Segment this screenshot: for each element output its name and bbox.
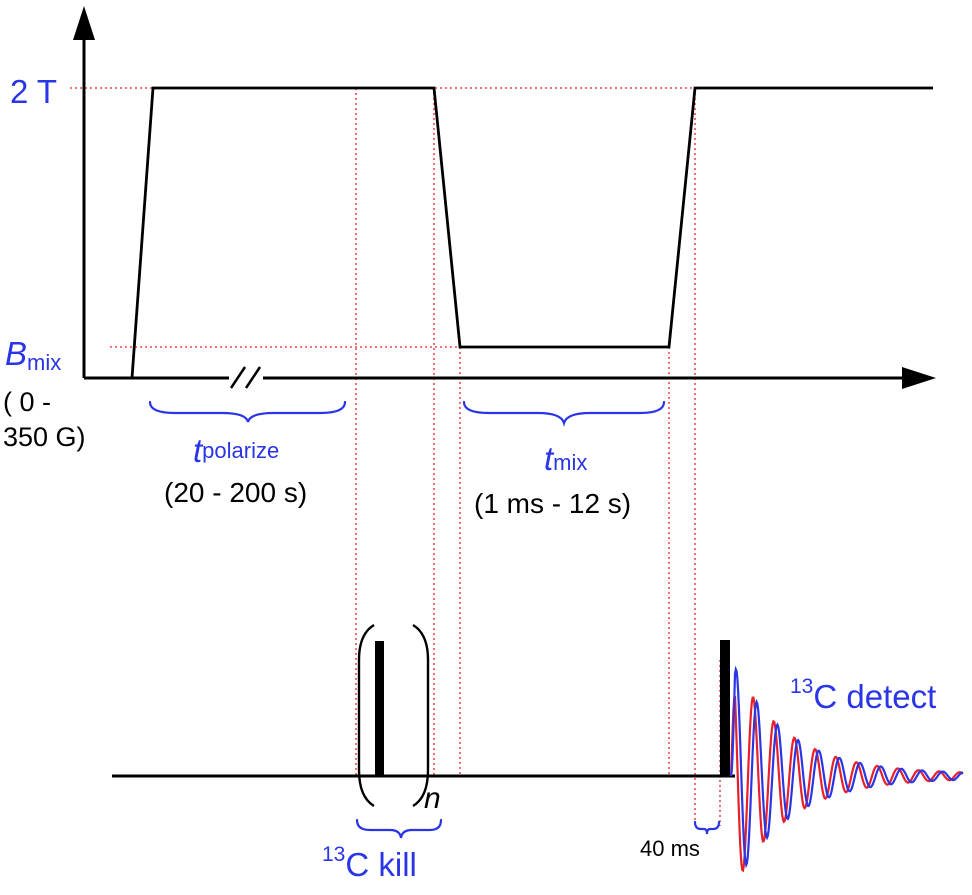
- brace-kill: [355, 818, 443, 839]
- guide-lines: [70, 87, 721, 826]
- brace-mix: [462, 400, 666, 427]
- fid-signal-red: [729, 695, 964, 873]
- fid-signal-blue: [729, 665, 964, 869]
- axis-break-mark: [229, 366, 263, 389]
- mix-time-label: tmix: [544, 440, 587, 477]
- detect-pulse-label: 13C detect: [790, 675, 936, 715]
- field-profile-trace: [130, 86, 933, 379]
- low-field-range-line1: ( 0 -: [3, 387, 51, 417]
- kill-pulse-bar: [375, 641, 384, 776]
- delay-label: 40 ms: [640, 836, 700, 861]
- low-field-range-line2: 350 G): [3, 422, 86, 452]
- kill-open-paren: [357, 623, 375, 808]
- brace-delay: [693, 820, 721, 835]
- kill-pulse-group: n: [357, 623, 441, 815]
- mix-range-label: (1 ms - 12 s): [474, 488, 631, 519]
- detect-pulse-bar: [720, 640, 730, 776]
- field-axes: [82, 30, 910, 380]
- kill-repeat-count: n: [424, 782, 441, 815]
- kill-pulse-label: 13C kill: [322, 843, 417, 883]
- polarize-range-label: (20 - 200 s): [164, 477, 307, 508]
- high-field-label: 2 T: [10, 73, 57, 110]
- polarize-time-label: tpolarize: [193, 432, 279, 469]
- y-axis-arrowhead: [73, 6, 95, 40]
- brace-polarize: [148, 400, 347, 423]
- low-field-label: Bmix: [5, 335, 61, 375]
- x-axis-arrowhead: [902, 367, 936, 389]
- braces: [148, 400, 721, 839]
- kill-close-paren: [412, 623, 430, 808]
